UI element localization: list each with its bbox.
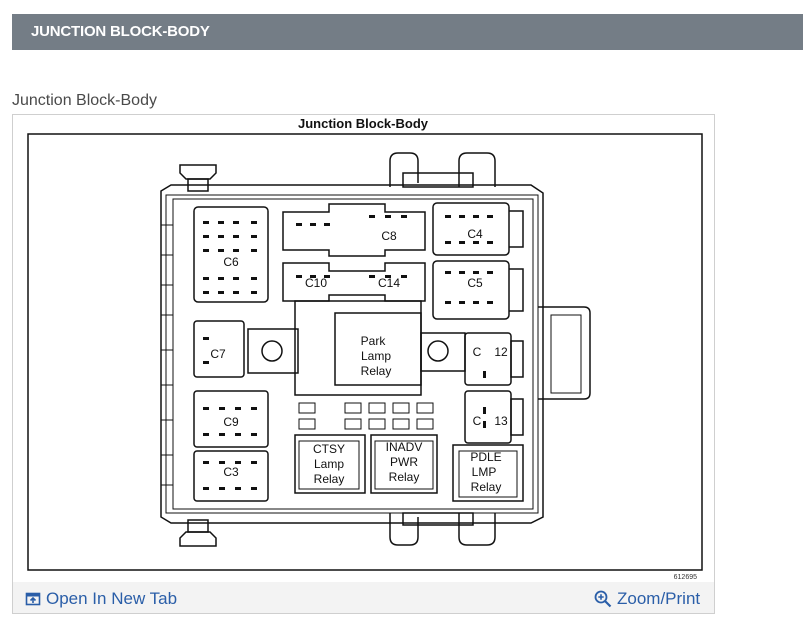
zoom-print-link[interactable]: Zoom/Print xyxy=(594,589,700,609)
open-in-new-tab-link[interactable]: Open In New Tab xyxy=(25,589,177,609)
inadv-relay-line-2: PWR xyxy=(390,455,418,469)
label-c6: C6 xyxy=(223,255,239,269)
ctsy-relay-line-1: CTSY xyxy=(313,442,345,456)
park-relay-line-1: Park xyxy=(361,334,387,348)
ctsy-relay-line-3: Relay xyxy=(314,472,345,486)
label-c13-n: 13 xyxy=(494,414,508,428)
pdle-relay-line-1: PDLE xyxy=(470,450,501,464)
figure-id: 612695 xyxy=(674,574,697,581)
magnifier-plus-icon xyxy=(594,590,612,608)
ctsy-relay-line-2: Lamp xyxy=(314,457,344,471)
section-title: JUNCTION BLOCK-BODY xyxy=(31,23,210,40)
label-c3: C3 xyxy=(223,465,239,479)
figure-frame: Junction Block-Body xyxy=(12,114,715,614)
label-c8: C8 xyxy=(381,229,397,243)
open-new-tab-icon xyxy=(25,592,41,606)
label-c12-c: C xyxy=(473,345,482,359)
zoom-print-label: Zoom/Print xyxy=(617,589,701,608)
label-c4: C4 xyxy=(467,227,483,241)
label-c14: C14 xyxy=(378,276,400,290)
label-c10: C10 xyxy=(305,276,327,290)
park-relay-line-3: Relay xyxy=(361,364,392,378)
pdle-relay-line-2: LMP xyxy=(472,465,497,479)
diagram-title: Junction Block-Body xyxy=(298,116,429,131)
image-caption: Junction Block-Body xyxy=(12,92,157,109)
section-header-bar: JUNCTION BLOCK-BODY xyxy=(12,14,803,50)
label-c9: C9 xyxy=(223,415,239,429)
label-c7: C7 xyxy=(210,347,226,361)
figure-footer xyxy=(13,582,714,613)
pdle-relay-line-3: Relay xyxy=(471,480,502,494)
label-c12-n: 12 xyxy=(494,345,508,359)
junction-block-diagram: Junction Block-Body xyxy=(27,116,703,581)
label-c5: C5 xyxy=(467,276,483,290)
open-in-new-tab-label: Open In New Tab xyxy=(46,589,178,608)
park-relay-line-2: Lamp xyxy=(361,349,391,363)
label-c13-c: C xyxy=(473,414,482,428)
inadv-relay-line-1: INADV xyxy=(386,440,423,454)
inadv-relay-line-3: Relay xyxy=(389,470,420,484)
